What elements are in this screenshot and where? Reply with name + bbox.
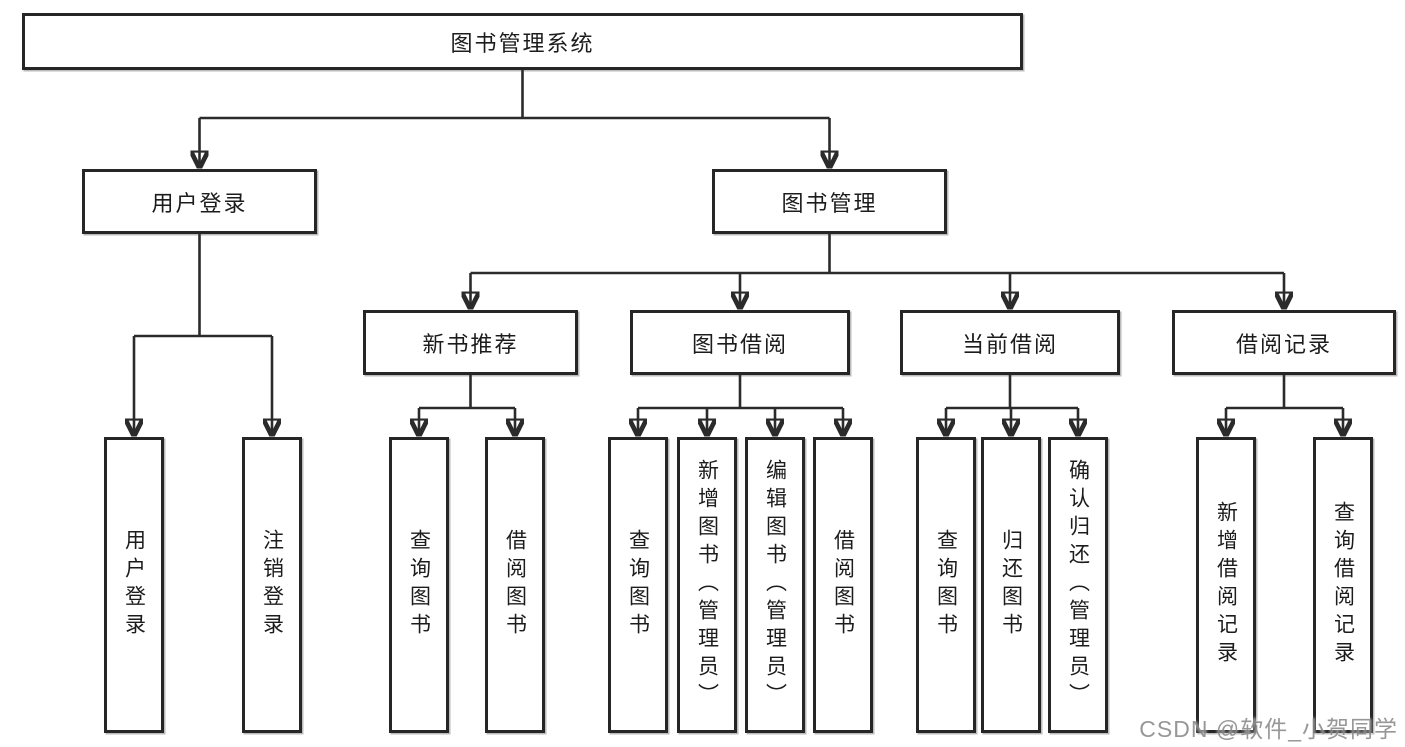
node-leaf-logout: 注销登录 <box>242 437 302 733</box>
node-leaf-borrow-books-2: 借阅图书 <box>813 437 873 733</box>
node-leaf-query-borrow-record: 查询借阅记录 <box>1313 437 1373 733</box>
node-leaf-add-book-admin: 新增图书（管理员） <box>677 437 737 733</box>
node-user-login-branch: 用户登录 <box>82 169 317 234</box>
node-label: 归还图书 <box>999 529 1023 641</box>
connector-bookborrow-to-leaves <box>638 375 843 431</box>
node-label: 借阅图书 <box>503 529 527 641</box>
connector-userlogin-to-leaves <box>134 234 272 431</box>
node-leaf-user-login: 用户登录 <box>104 437 164 733</box>
node-leaf-query-books-2: 查询图书 <box>608 437 668 733</box>
node-book-management-branch: 图书管理 <box>712 169 947 234</box>
node-label: 图书管理系统 <box>450 30 595 56</box>
connector-newbook-to-leaves <box>419 375 515 431</box>
node-label: 查询图书 <box>934 529 958 641</box>
connector-borrowrecord-to-leaves <box>1226 375 1343 431</box>
node-leaf-query-books-3: 查询图书 <box>916 437 976 733</box>
node-label: 查询借阅记录 <box>1331 501 1355 669</box>
node-label: 用户登录 <box>122 529 146 641</box>
node-label: 新增借阅记录 <box>1214 501 1238 669</box>
node-book-borrowing: 图书借阅 <box>630 310 850 375</box>
node-label: 新书推荐 <box>422 331 519 357</box>
node-label: 图书借阅 <box>691 331 788 357</box>
node-label: 查询图书 <box>407 529 431 641</box>
node-label: 借阅记录 <box>1235 331 1332 357</box>
connector-currentborrow-to-leaves <box>946 375 1078 431</box>
csdn-watermark: CSDN @软件_小贺同学 <box>1139 716 1398 742</box>
node-label: 查询图书 <box>626 529 650 641</box>
node-label: 借阅图书 <box>831 529 855 641</box>
node-new-book-recommend: 新书推荐 <box>363 310 578 375</box>
node-borrowing-records: 借阅记录 <box>1172 310 1396 375</box>
connector-root-to-level2 <box>200 70 830 163</box>
node-label: 注销登录 <box>260 529 284 641</box>
node-label: 用户登录 <box>151 190 248 216</box>
node-label: 新增图书（管理员） <box>695 459 719 711</box>
node-label: 编辑图书（管理员） <box>763 459 787 711</box>
node-label: 确认归还（管理员） <box>1066 459 1090 711</box>
node-root-library-management-system: 图书管理系统 <box>22 13 1023 70</box>
connector-bookmgmt-to-level3 <box>471 234 1285 304</box>
node-leaf-return-book: 归还图书 <box>981 437 1041 733</box>
node-label: 图书管理 <box>781 190 878 216</box>
node-leaf-edit-book-admin: 编辑图书（管理员） <box>745 437 805 733</box>
node-label: 当前借阅 <box>961 331 1058 357</box>
node-leaf-confirm-return-admin: 确认归还（管理员） <box>1048 437 1108 733</box>
node-leaf-add-borrow-record: 新增借阅记录 <box>1196 437 1256 733</box>
node-leaf-borrow-books-1: 借阅图书 <box>485 437 545 733</box>
node-current-borrowing: 当前借阅 <box>900 310 1120 375</box>
node-leaf-query-books-1: 查询图书 <box>389 437 449 733</box>
